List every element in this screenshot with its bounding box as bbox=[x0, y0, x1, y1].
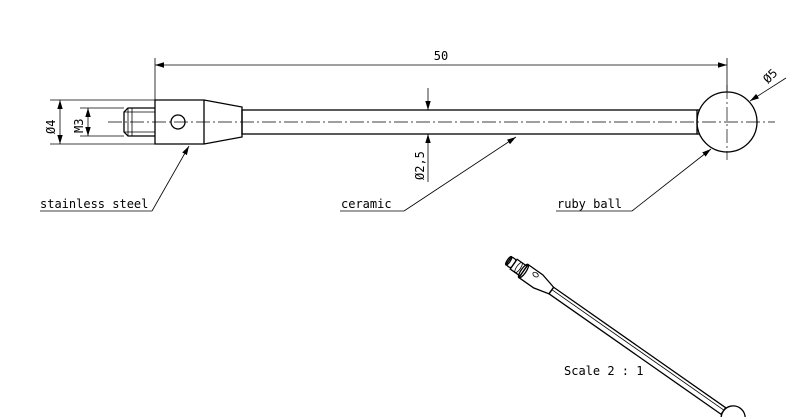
side-view bbox=[108, 85, 775, 160]
ruby-label-group: ruby ball bbox=[556, 148, 712, 212]
thread-value: M3 bbox=[72, 119, 86, 133]
scale-note: Scale 2 : 1 bbox=[564, 364, 643, 378]
body-diameter-value: Ø4 bbox=[44, 120, 58, 134]
steel-label: stainless steel bbox=[40, 197, 148, 211]
length-dimension: 50 bbox=[154, 49, 728, 100]
ceramic-label: ceramic bbox=[341, 197, 392, 211]
body-diameter-dimension: Ø4 bbox=[44, 99, 155, 145]
material-labels: stainless steel ceramic ruby ball bbox=[40, 136, 712, 212]
ceramic-label-group: ceramic bbox=[340, 136, 517, 212]
steel-label-group: stainless steel bbox=[40, 145, 190, 212]
ball-diameter-dimension: Ø5 bbox=[749, 66, 787, 102]
length-value: 50 bbox=[434, 49, 448, 63]
shaft-diameter-dimension: Ø2,5 bbox=[413, 88, 431, 182]
isometric-view bbox=[504, 255, 746, 417]
cross-hole bbox=[170, 114, 186, 130]
thread-dimension: M3 bbox=[72, 107, 124, 137]
ruby-label: ruby ball bbox=[557, 197, 622, 211]
shaft-diameter-value: Ø2,5 bbox=[413, 151, 427, 180]
ruby-ball-shape bbox=[696, 85, 758, 160]
thread-stud bbox=[123, 107, 155, 137]
